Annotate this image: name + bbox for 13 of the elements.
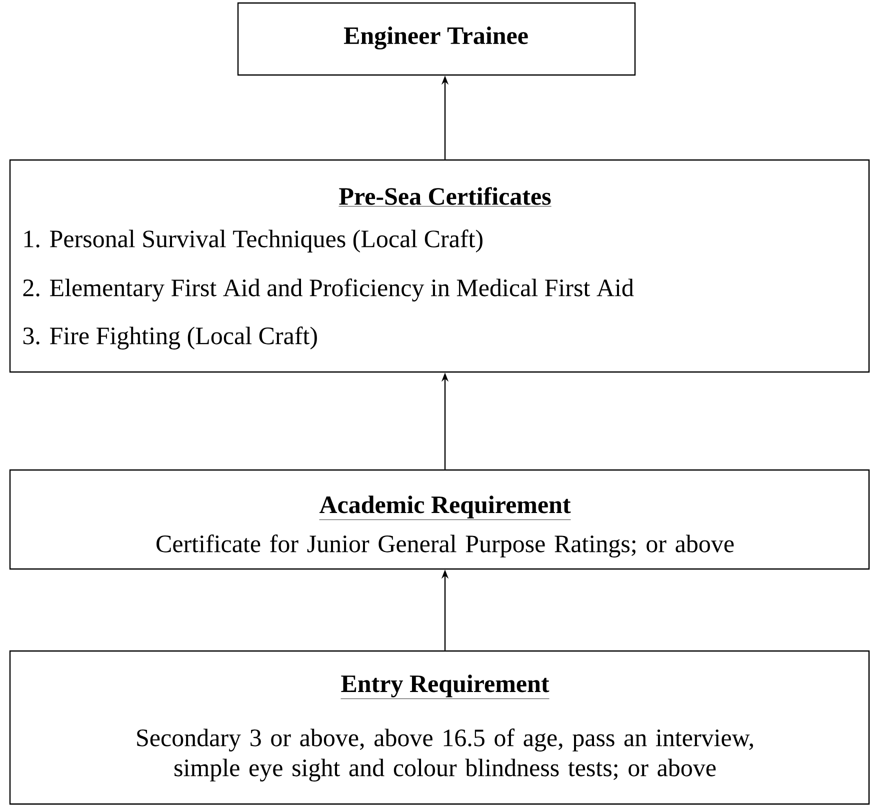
box-text: Secondary 3 or above, above 16.5 of age, pass an interview, simple eye sight and colour blindness tests; or above [137,728,753,782]
box-heading: Pre-Sea Certificates [338,187,552,206]
text-box [9,650,870,805]
box-title: Engineer Trainee [344,26,528,50]
box-text: Certificate for Junior General Purpose Ratings; or above [156,534,734,558]
text-box [237,2,636,76]
list-item: 1. Personal Survival Techniques (Local Craft) [24,230,482,252]
text-box [9,469,870,570]
text-box [9,159,870,373]
box-heading: Academic Requirement [319,496,571,520]
list-item: 2. Elementary First Aid and Proficiency in Medical First Aid [23,278,634,302]
box-heading: Entry Requirement [340,674,550,699]
list-item: 3. Fire Fighting (Local Craft) [23,326,317,350]
